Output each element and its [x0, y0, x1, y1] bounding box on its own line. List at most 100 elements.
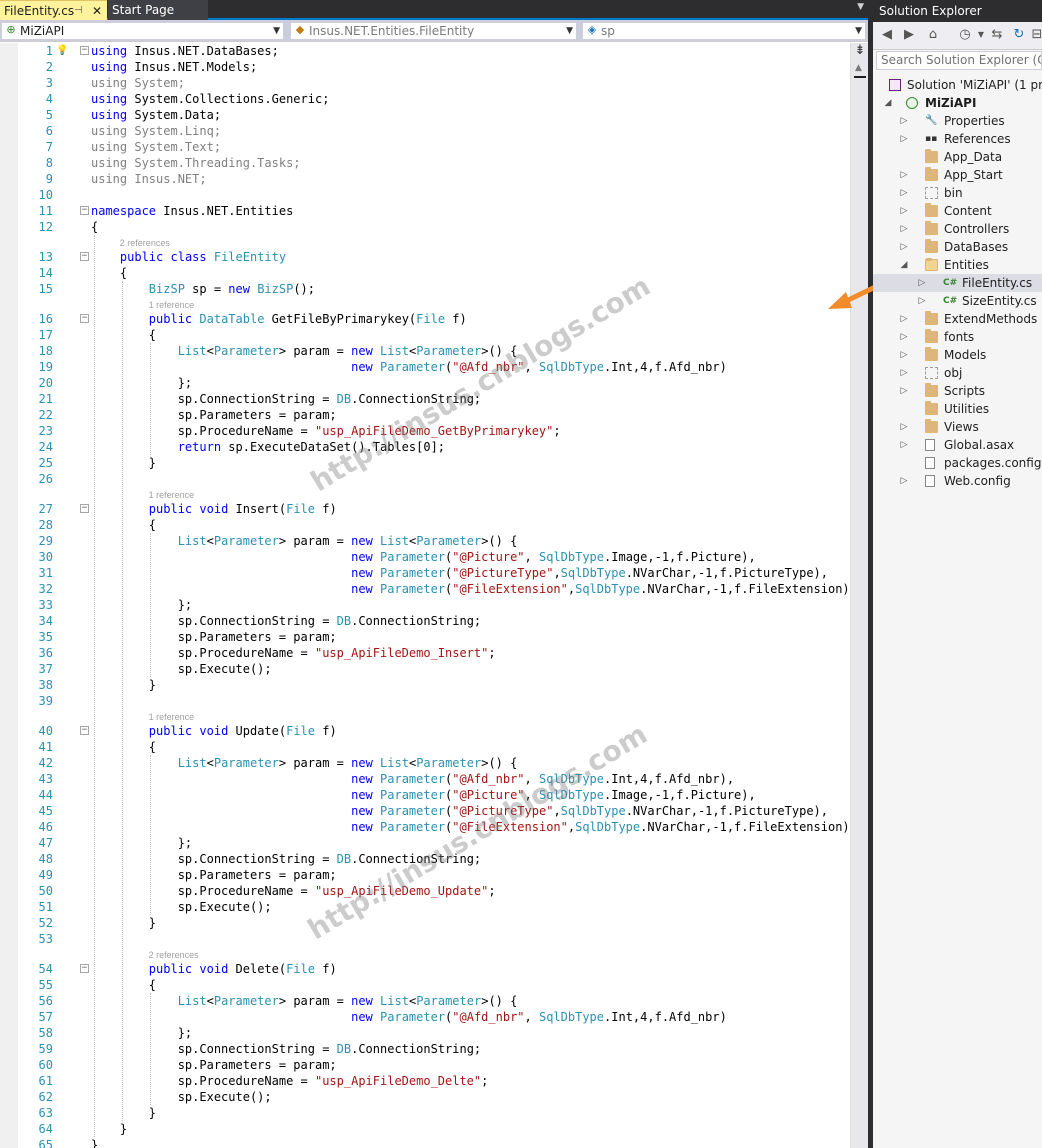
code-line[interactable]: 60 sp.Parameters = param; [0, 1057, 850, 1073]
code-line[interactable]: 46 new Parameter("@FileExtension",SqlDbT… [0, 819, 850, 835]
code-line[interactable]: 31 new Parameter("@PictureType",SqlDbTyp… [0, 565, 850, 581]
codelens-reference-count[interactable]: 2 references [119, 238, 170, 248]
codelens-reference-count[interactable]: 2 references [148, 950, 199, 960]
expand-arrow-icon[interactable]: ▷ [918, 278, 926, 288]
expand-arrow-icon[interactable]: ▷ [900, 476, 908, 486]
tree-item-fonts[interactable]: ▷fonts [873, 328, 1042, 346]
code-line[interactable]: 62 sp.Execute(); [0, 1089, 850, 1105]
expand-arrow-icon[interactable]: ▷ [900, 332, 908, 342]
expand-arrow-icon[interactable]: ▷ [900, 188, 908, 198]
breakpoint-gutter[interactable] [0, 43, 18, 1148]
code-line[interactable]: 15 BizSP sp = new BizSP(); [0, 281, 850, 297]
tree-item-properties[interactable]: ▷🔧Properties [873, 112, 1042, 130]
collapse-outline-icon[interactable]: − [80, 503, 89, 513]
expanded-icon[interactable]: ◢ [884, 98, 892, 108]
code-line[interactable]: 54− public void Delete(File f) [0, 961, 850, 977]
code-line[interactable]: 26 [0, 471, 850, 487]
type-dropdown[interactable]: ◆ Insus.NET.Entities.FileEntity ▼ [290, 22, 577, 40]
vertical-scrollbar[interactable]: ⇟ ▲ [850, 43, 868, 1148]
code-line[interactable]: 53 [0, 931, 850, 947]
code-line[interactable]: 63 } [0, 1105, 850, 1121]
code-line[interactable]: 50 sp.ProcedureName = "usp_ApiFileDemo_U… [0, 883, 850, 899]
code-line[interactable]: 57 new Parameter("@Afd_nbr", SqlDbType.I… [0, 1009, 850, 1025]
tab-start-page[interactable]: Start Page [108, 0, 208, 20]
tree-item-models[interactable]: ▷Models [873, 346, 1042, 364]
tree-item-solution[interactable]: Solution 'MiZiAPI' (1 project) [873, 76, 1042, 94]
code-line[interactable]: 12{ [0, 219, 850, 235]
code-line[interactable]: 24 return sp.ExecuteDataSet().Tables[0]; [0, 439, 850, 455]
code-line[interactable]: 18 List<Parameter> param = new List<Para… [0, 343, 850, 359]
code-line[interactable]: 37 sp.Execute(); [0, 661, 850, 677]
code-line[interactable]: 64 } [0, 1121, 850, 1137]
collapse-outline-icon[interactable]: − [80, 205, 89, 215]
expand-arrow-icon[interactable]: ▷ [900, 368, 908, 378]
expand-arrow-icon[interactable]: ▷ [900, 116, 908, 126]
code-line[interactable]: 10 [0, 187, 850, 203]
collapse-outline-icon[interactable]: − [80, 313, 89, 323]
code-line[interactable]: 33 }; [0, 597, 850, 613]
tree-item-views[interactable]: ▷Views [873, 418, 1042, 436]
code-line[interactable]: 49 sp.Parameters = param; [0, 867, 850, 883]
code-line[interactable]: 32 new Parameter("@FileExtension",SqlDbT… [0, 581, 850, 597]
tree-item-sizeentity-cs[interactable]: ▷C#SizeEntity.cs [873, 292, 1042, 310]
code-line[interactable]: 56 List<Parameter> param = new List<Para… [0, 993, 850, 1009]
history-icon[interactable]: ◷ [959, 27, 971, 42]
code-line[interactable]: 11−namespace Insus.NET.Entities [0, 203, 850, 219]
tree-item-utilities[interactable]: Utilities [873, 400, 1042, 418]
code-line[interactable]: 25 } [0, 455, 850, 471]
codelens-reference-count[interactable]: 1 reference [148, 490, 195, 500]
code-line[interactable]: 27− public void Insert(File f) [0, 501, 850, 517]
expand-arrow-icon[interactable]: ▷ [900, 170, 908, 180]
chevron-down-icon[interactable]: ▼ [977, 30, 985, 39]
collapse-outline-icon[interactable]: − [80, 45, 89, 55]
tree-item-packages-config[interactable]: packages.config [873, 454, 1042, 472]
tree-item-content[interactable]: ▷Content [873, 202, 1042, 220]
code-line[interactable]: 58 }; [0, 1025, 850, 1041]
collapse-outline-icon[interactable]: − [80, 251, 89, 261]
expanded-icon[interactable]: ◢ [900, 260, 908, 270]
tree-item-project[interactable]: ◢ MiZiAPI [873, 94, 1042, 112]
code-line[interactable]: 14 { [0, 265, 850, 281]
code-line[interactable]: 19 new Parameter("@Afd_nbr", SqlDbType.I… [0, 359, 850, 375]
tree-item-extendmethods[interactable]: ▷ExtendMethods [873, 310, 1042, 328]
code-line[interactable]: 65} [0, 1137, 850, 1148]
expand-arrow-icon[interactable]: ▷ [900, 224, 908, 234]
forward-icon[interactable]: ▶ [904, 27, 914, 42]
close-icon[interactable]: ✕ [92, 4, 103, 18]
expand-arrow-icon[interactable]: ▷ [900, 242, 908, 252]
sync-icon[interactable]: ⇆ [991, 27, 1003, 42]
tree-item-app-data[interactable]: App_Data [873, 148, 1042, 166]
expand-arrow-icon[interactable]: ▷ [900, 206, 908, 216]
expand-arrow-icon[interactable]: ▷ [900, 134, 908, 144]
code-line[interactable]: 45 new Parameter("@PictureType",SqlDbTyp… [0, 803, 850, 819]
codelens-reference-count[interactable]: 1 reference [148, 712, 195, 722]
tree-item-fileentity-cs[interactable]: ▷C#FileEntity.cs [873, 274, 1042, 292]
code-line[interactable]: 23 sp.ProcedureName = "usp_ApiFileDemo_G… [0, 423, 850, 439]
tree-item-references[interactable]: ▷▪▪References [873, 130, 1042, 148]
tree-item-obj[interactable]: ▷obj [873, 364, 1042, 382]
code-line[interactable]: 38 } [0, 677, 850, 693]
code-line[interactable]: 44 new Parameter("@Picture", SqlDbType.I… [0, 787, 850, 803]
member-dropdown[interactable]: ◈ sp ▼ [582, 22, 866, 40]
pin-icon[interactable]: ⊣ [74, 5, 83, 16]
refresh-icon[interactable]: ↻ [1013, 27, 1025, 42]
code-line[interactable]: 52 } [0, 915, 850, 931]
collapse-outline-icon[interactable]: − [80, 725, 89, 735]
codelens-reference-count[interactable]: 1 reference [148, 300, 195, 310]
tree-item-bin[interactable]: ▷bin [873, 184, 1042, 202]
code-line[interactable]: 17 { [0, 327, 850, 343]
expand-arrow-icon[interactable]: ▷ [900, 440, 908, 450]
expand-arrow-icon[interactable]: ▷ [900, 386, 908, 396]
code-line[interactable]: 16− public DataTable GetFileByPrimarykey… [0, 311, 850, 327]
collapse-outline-icon[interactable]: − [80, 963, 89, 973]
code-line[interactable]: 34 sp.ConnectionString = DB.ConnectionSt… [0, 613, 850, 629]
code-line[interactable]: 41 { [0, 739, 850, 755]
code-line[interactable]: 30 new Parameter("@Picture", SqlDbType.I… [0, 549, 850, 565]
code-line[interactable]: 29 List<Parameter> param = new List<Para… [0, 533, 850, 549]
